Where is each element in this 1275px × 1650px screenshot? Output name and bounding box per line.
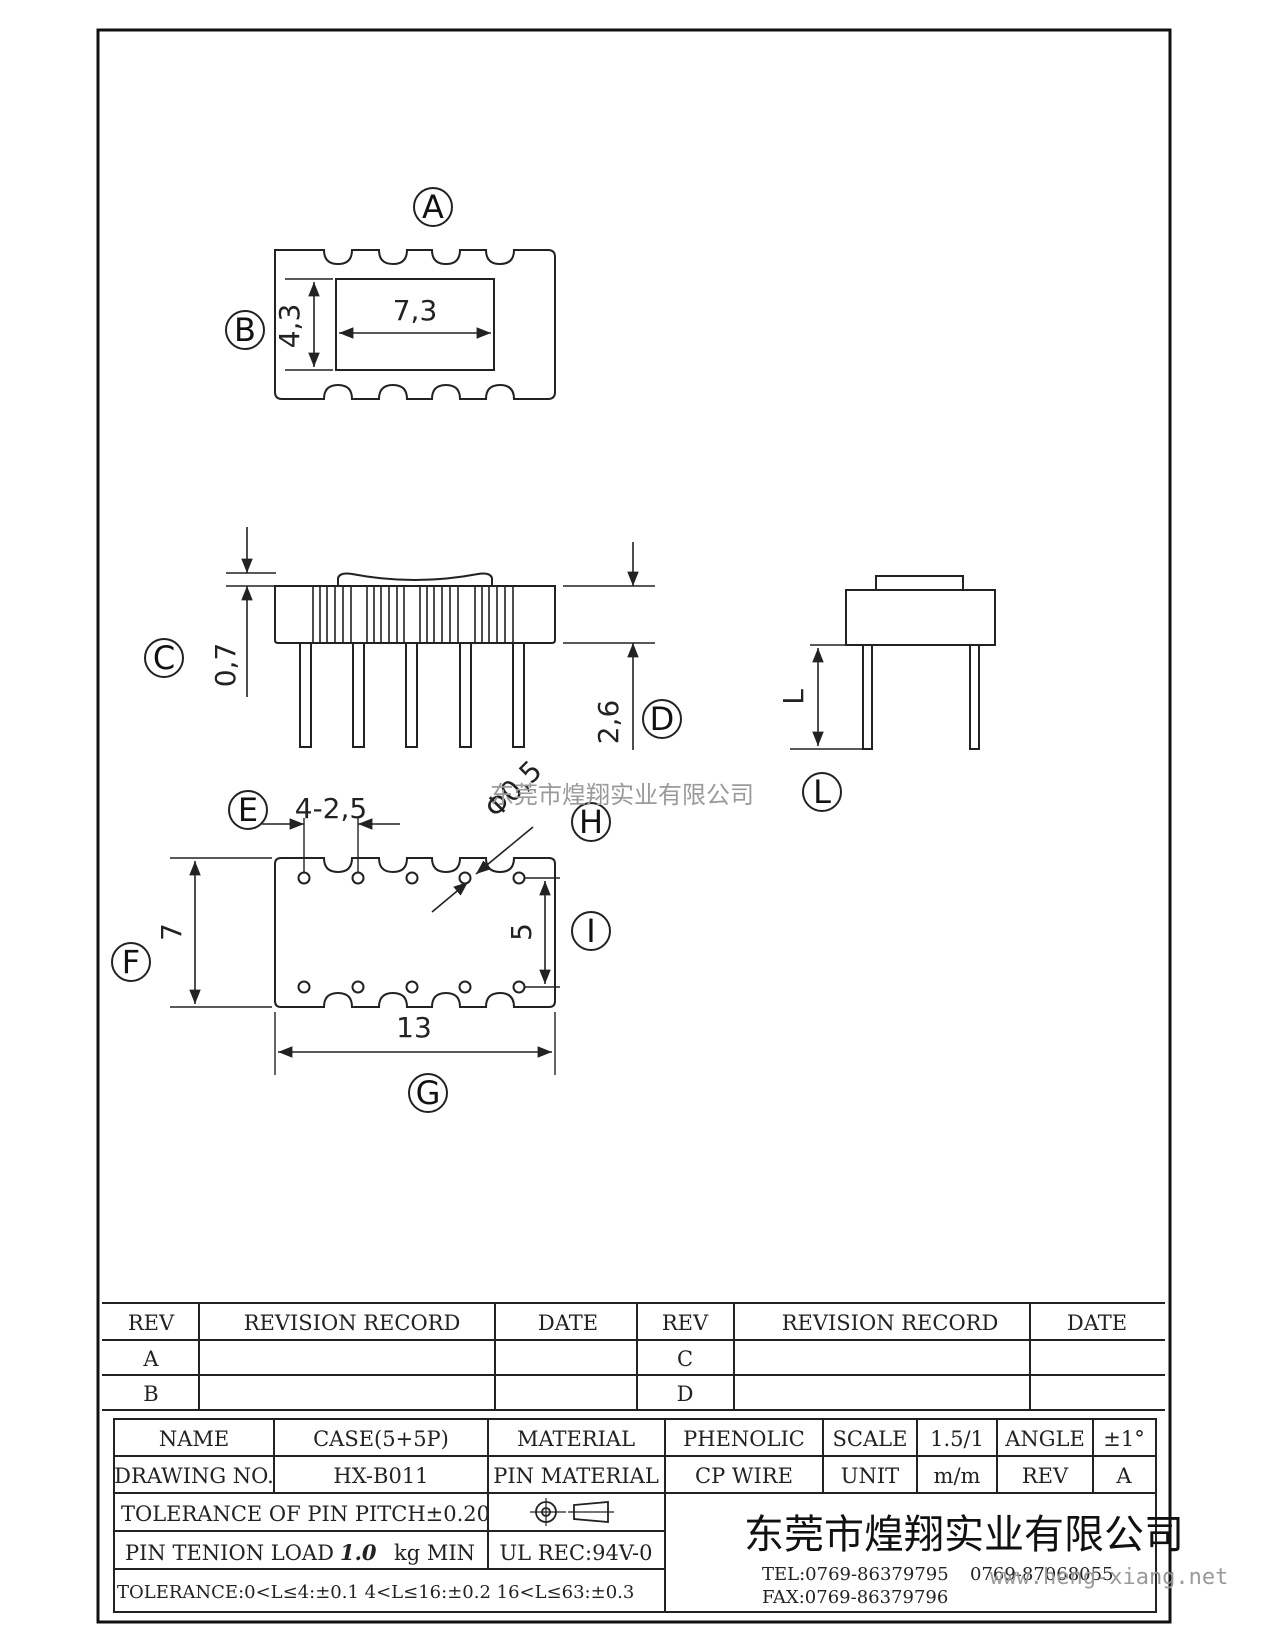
bubble-g-circle — [408, 1073, 448, 1113]
pin-tenion-value: 1.0 — [340, 1540, 377, 1565]
bottom-view — [111, 790, 611, 1113]
pin-tenion-unit: kg MIN — [394, 1541, 475, 1565]
sheet-border — [96, 28, 1172, 1624]
pin-material-label: PIN MATERIAL — [493, 1464, 659, 1488]
rev-header-2: REV — [662, 1311, 709, 1335]
drawing-no-label: DRAWING NO. — [114, 1464, 274, 1488]
scale-value: 1.5/1 — [930, 1427, 984, 1451]
dim-7-text: 7 — [155, 923, 188, 941]
end-view — [790, 575, 996, 812]
dim-4-3-text: 4,3 — [273, 304, 306, 349]
end-view-cap — [875, 575, 964, 591]
dim-5-text: 5 — [505, 923, 538, 941]
ul-rec: UL REC:94V-0 — [499, 1541, 652, 1565]
rev-d: D — [677, 1382, 694, 1406]
material-value: PHENOLIC — [683, 1427, 805, 1451]
name-value: CASE(5+5P) — [313, 1427, 449, 1451]
unit-label: UNIT — [841, 1464, 899, 1488]
dim-7-3-text: 7,3 — [393, 294, 438, 327]
bubble-d-label: D — [650, 700, 675, 738]
bubble-l-circle — [802, 772, 842, 812]
winding-lines — [312, 586, 514, 643]
pin-material-value: CP WIRE — [695, 1464, 793, 1488]
bottom-view-outline — [274, 857, 556, 1008]
rev-b: B — [143, 1382, 158, 1406]
bubble-a-circle — [413, 187, 453, 227]
side-pin — [512, 642, 525, 748]
top-view-outline — [274, 249, 556, 400]
bubble-d-circle — [642, 699, 682, 739]
scale-label: SCALE — [833, 1427, 908, 1451]
angle-value: ±1° — [1103, 1427, 1144, 1451]
top-view — [225, 187, 556, 400]
rev-label: REV — [1022, 1464, 1069, 1488]
bubble-b-label: B — [234, 311, 256, 349]
dim-line-h — [431, 881, 469, 913]
company-fax: FAX:0769-86379796 — [762, 1587, 948, 1608]
rev-c: C — [677, 1347, 693, 1371]
company-tel: TEL:0769-86379795 — [762, 1564, 949, 1585]
side-pin — [459, 642, 472, 748]
rev-value: A — [1115, 1464, 1132, 1488]
company-tel-2: 0769-87068055 — [970, 1564, 1114, 1585]
side-view — [144, 527, 682, 750]
date-header-2: DATE — [1067, 1311, 1127, 1335]
tolerance-pitch: TOLERANCE OF PIN PITCH±0.20 — [121, 1502, 490, 1526]
drawing-no-value: HX-B011 — [333, 1464, 428, 1488]
bubble-c-label: C — [153, 639, 175, 677]
watermark-company: 东莞市煌翔实业有限公司 — [490, 781, 754, 809]
bubble-a-label: A — [422, 188, 444, 226]
bubble-i-label: I — [586, 912, 595, 950]
dim-l-text: L — [777, 689, 810, 705]
bubble-c-circle — [144, 638, 184, 678]
rev-header-1: REV — [128, 1311, 175, 1335]
material-label: MATERIAL — [517, 1427, 635, 1451]
dim-4-2-5-text: 4-2,5 — [295, 792, 367, 825]
bubble-l-label: L — [813, 773, 831, 811]
company-name: 东莞市煌翔实业有限公司 — [744, 1512, 1184, 1558]
bubble-h-label: H — [579, 803, 603, 841]
date-header-1: DATE — [538, 1311, 598, 1335]
pin-tenion-label: PIN TENION LOAD — [125, 1541, 334, 1565]
angle-label: ANGLE — [1004, 1427, 1085, 1451]
bubble-e-circle — [228, 790, 268, 830]
bubble-f-circle — [111, 942, 151, 982]
unit-value: m/m — [934, 1464, 981, 1488]
side-pin — [405, 642, 418, 748]
bubble-g-label: G — [416, 1074, 441, 1112]
side-pin — [352, 642, 365, 748]
rev-a: A — [142, 1347, 159, 1371]
top-view-window — [335, 278, 495, 371]
dim-13-text: 13 — [396, 1011, 432, 1044]
revision-record-header-2: REVISION RECORD — [782, 1311, 999, 1335]
title-block — [113, 1418, 1157, 1613]
bubble-i-circle — [571, 911, 611, 951]
tolerance-line: TOLERANCE:0<L≤4:±0.1 4<L≤16:±0.2 16<L≤63… — [117, 1582, 634, 1603]
bubble-e-label: E — [238, 791, 258, 829]
side-view-body — [274, 585, 556, 644]
revision-record-header-1: REVISION RECORD — [244, 1311, 461, 1335]
bubble-f-label: F — [122, 943, 140, 981]
side-pin — [299, 642, 312, 748]
bubble-h-circle — [571, 802, 611, 842]
watermark-url: www.heng-xiang.net — [990, 1565, 1228, 1590]
dim-2-6-text: 2,6 — [592, 700, 625, 745]
dim-0-7-text: 0,7 — [209, 643, 242, 688]
revision-table — [102, 1302, 1165, 1411]
bubble-b-circle — [225, 310, 265, 350]
end-pin — [969, 644, 980, 750]
name-label: NAME — [159, 1427, 229, 1451]
end-pin — [862, 644, 873, 750]
projection-symbol — [530, 1498, 614, 1526]
end-view-body — [845, 589, 996, 646]
